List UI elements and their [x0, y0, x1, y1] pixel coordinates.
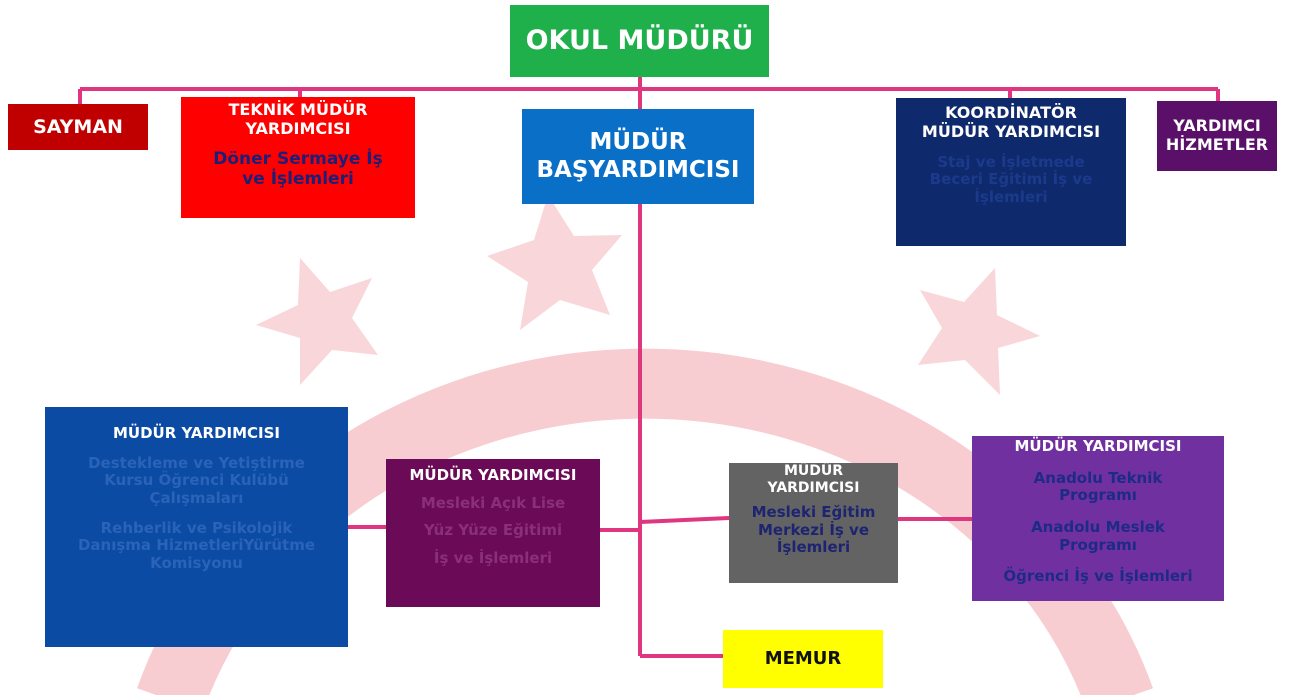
memur-box: MEMUR [723, 630, 883, 688]
my3-sub-line2: Merkezi İş ve [757, 520, 870, 539]
my1-sub2-line2: Danışma HizmetleriYürütme [77, 536, 316, 555]
my3-sub-line3: İşlemleri [776, 538, 851, 557]
basyardimci-line1: MÜDÜR [589, 129, 687, 156]
koordinator-sub-line2: Beceri Eğitimi İş ve [929, 170, 1093, 189]
my2-sub-line2: Yüz Yüze Eğitimi [423, 521, 563, 540]
memur-label: MEMUR [764, 648, 842, 670]
teknik-title-line1: TEKNİK MÜDÜR [228, 100, 368, 119]
teknik-sub-line2: ve İşlemleri [242, 168, 354, 189]
my3-title-line2: YARDIMCISI [767, 479, 860, 496]
my4-sub1-line2: Programı [1059, 486, 1137, 505]
mudur-yardimcisi-2-box: MÜDÜR YARDIMCISI Mesleki Açık Lise Yüz Y… [386, 459, 600, 607]
koordinator-sub-line1: Staj ve İşletmede [937, 152, 1085, 171]
my3-connector [639, 516, 730, 524]
yardimci-hizmetler-box: YARDIMCI HİZMETLER [1157, 101, 1277, 171]
my3-sub-line1: Mesleki Eğitim [751, 503, 876, 522]
my4-sub1-line1: Anadolu Teknik [1033, 468, 1163, 487]
my1-sub1-line2: Kursu Öğrenci Kulübü [104, 471, 289, 490]
my1-sub2-line1: Rehberlik ve Psikolojik [100, 518, 293, 537]
teknik-sub-line1: Döner Sermaye İş [213, 148, 383, 169]
my2-title: MÜDÜR YARDIMCISI [409, 466, 577, 484]
my4-sub2-line1: Anadolu Meslek [1031, 518, 1165, 537]
koordinator-mudur-yardimcisi-box: KOORDİNATÖR MÜDÜR YARDIMCISI Staj ve İşl… [896, 98, 1126, 246]
my3-title-line1: MÜDÜR [783, 463, 844, 479]
koordinator-title-line2: MÜDÜR YARDIMCISI [921, 121, 1101, 141]
my1-title: MÜDÜR YARDIMCISI [112, 424, 281, 442]
mudur-yardimcisi-4-box: MÜDÜR YARDIMCISI Anadolu Teknik Programı… [972, 436, 1224, 601]
mudur-yardimcisi-1-box: MÜDÜR YARDIMCISI Destekleme ve Yetiştirm… [45, 407, 348, 647]
my2-sub-line1: Mesleki Açık Lise [420, 493, 566, 512]
yardimci-hizmetler-line2: HİZMETLER [1165, 135, 1269, 154]
my1-sub1-line3: Çalışmaları [149, 489, 244, 508]
my4-title: MÜDÜR YARDIMCISI [1014, 437, 1182, 455]
my1-sub1-line1: Destekleme ve Yetiştirme [88, 453, 305, 472]
koordinator-title-line1: KOORDİNATÖR [945, 103, 1077, 122]
okul-muduru-box: OKUL MÜDÜRÜ [510, 5, 769, 77]
sayman-box: SAYMAN [8, 104, 148, 150]
my4-sub2-line2: Programı [1059, 535, 1137, 554]
my1-sub2-line3: Komisyonu [150, 554, 243, 573]
okul-muduru-label: OKUL MÜDÜRÜ [525, 25, 754, 57]
mudur-yardimcisi-3-box: MÜDÜR YARDIMCISI Mesleki Eğitim Merkezi … [729, 463, 898, 583]
yardimci-hizmetler-line1: YARDIMCI [1173, 116, 1261, 136]
sayman-label: SAYMAN [33, 115, 123, 138]
basyardimci-line2: BAŞYARDIMCISI [536, 156, 740, 183]
my2-sub-line3: İş ve İşlemleri [433, 549, 553, 568]
koordinator-sub-line3: İşlemleri [974, 188, 1048, 207]
mudur-basyardimcisi-box: MÜDÜR BAŞYARDIMCISI [522, 109, 754, 204]
my4-sub3: Öğrenci İş ve İşlemleri [1003, 567, 1193, 586]
teknik-mudur-yardimcisi-box: TEKNİK MÜDÜR YARDIMCISI Döner Sermaye İş… [181, 97, 415, 218]
teknik-title-line2: YARDIMCISI [245, 118, 351, 138]
